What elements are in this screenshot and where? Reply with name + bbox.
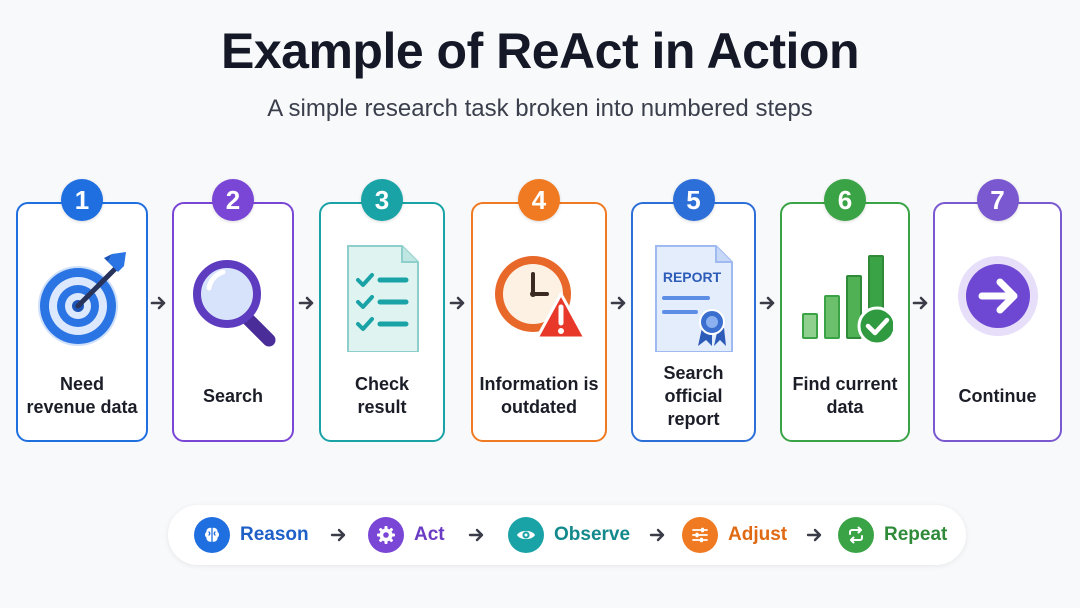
arrow-right-icon	[610, 294, 628, 312]
step-label: Continue	[958, 385, 1037, 406]
report-icon-text: REPORT	[662, 269, 721, 285]
step-card-1: 1 Need revenue data	[16, 179, 148, 442]
cycle-item-adjust: Adjust	[682, 517, 787, 553]
checklist-icon	[334, 242, 430, 352]
cycle-item-observe: Observe	[508, 517, 630, 553]
sliders-icon	[682, 517, 718, 553]
step-number-badge: 6	[824, 179, 866, 221]
step-label: Check result	[354, 374, 410, 417]
step-card-3: 3 Check result	[319, 179, 445, 442]
arrow-right-icon	[330, 527, 348, 543]
step-number-badge: 3	[361, 179, 403, 221]
target-icon	[34, 242, 130, 352]
step-card-2: 2 Search	[172, 179, 294, 442]
arrow-right-icon	[806, 527, 824, 543]
step-label: Search	[202, 385, 264, 406]
step-card-4: 4 Information is outdated	[471, 179, 607, 442]
react-cycle-bar: Reason Act	[168, 505, 966, 565]
repeat-icon	[838, 517, 874, 553]
report-icon: REPORT	[646, 242, 742, 352]
cycle-item-reason: Reason	[194, 517, 309, 553]
cycle-label: Observe	[554, 524, 631, 545]
step-number-badge: 4	[518, 179, 560, 221]
cycle-item-repeat: Repeat	[838, 517, 947, 553]
arrow-right-icon	[150, 294, 168, 312]
eye-icon	[508, 517, 544, 553]
gear-icon	[368, 517, 404, 553]
bar-chart-check-icon	[797, 242, 893, 352]
step-card-6: 6 Find current data	[780, 179, 910, 442]
step-number-badge: 5	[672, 179, 715, 221]
clock-warning-icon	[491, 242, 587, 352]
magnifier-icon	[185, 242, 281, 352]
arrow-right-icon	[468, 527, 486, 543]
arrow-right-icon	[449, 294, 467, 312]
cycle-label: Repeat	[884, 524, 948, 545]
step-number-badge: 2	[212, 179, 254, 221]
cycle-label: Reason	[240, 524, 309, 545]
step-card-7: 7 Continue	[933, 179, 1062, 442]
step-label: Need revenue data	[26, 374, 138, 417]
page-title: Example of ReAct in Action	[220, 23, 860, 79]
cycle-label: Adjust	[728, 524, 788, 545]
step-label: Search official report	[663, 362, 724, 429]
arrow-circle-icon	[950, 242, 1046, 352]
cycle-label: Act	[414, 524, 445, 545]
step-number-badge: 7	[976, 179, 1019, 221]
step-label: Find current data	[792, 374, 898, 417]
arrow-right-icon	[649, 527, 667, 543]
page-subtitle: A simple research task broken into numbe…	[267, 95, 813, 122]
cycle-item-act: Act	[368, 517, 445, 553]
arrow-right-icon	[298, 294, 316, 312]
step-card-5: 5 REPORT Search official report	[631, 179, 756, 442]
step-number-badge: 1	[61, 179, 103, 221]
arrow-right-icon	[912, 294, 930, 312]
step-label: Information is outdated	[479, 374, 599, 417]
brain-icon	[194, 517, 230, 553]
arrow-right-icon	[759, 294, 777, 312]
